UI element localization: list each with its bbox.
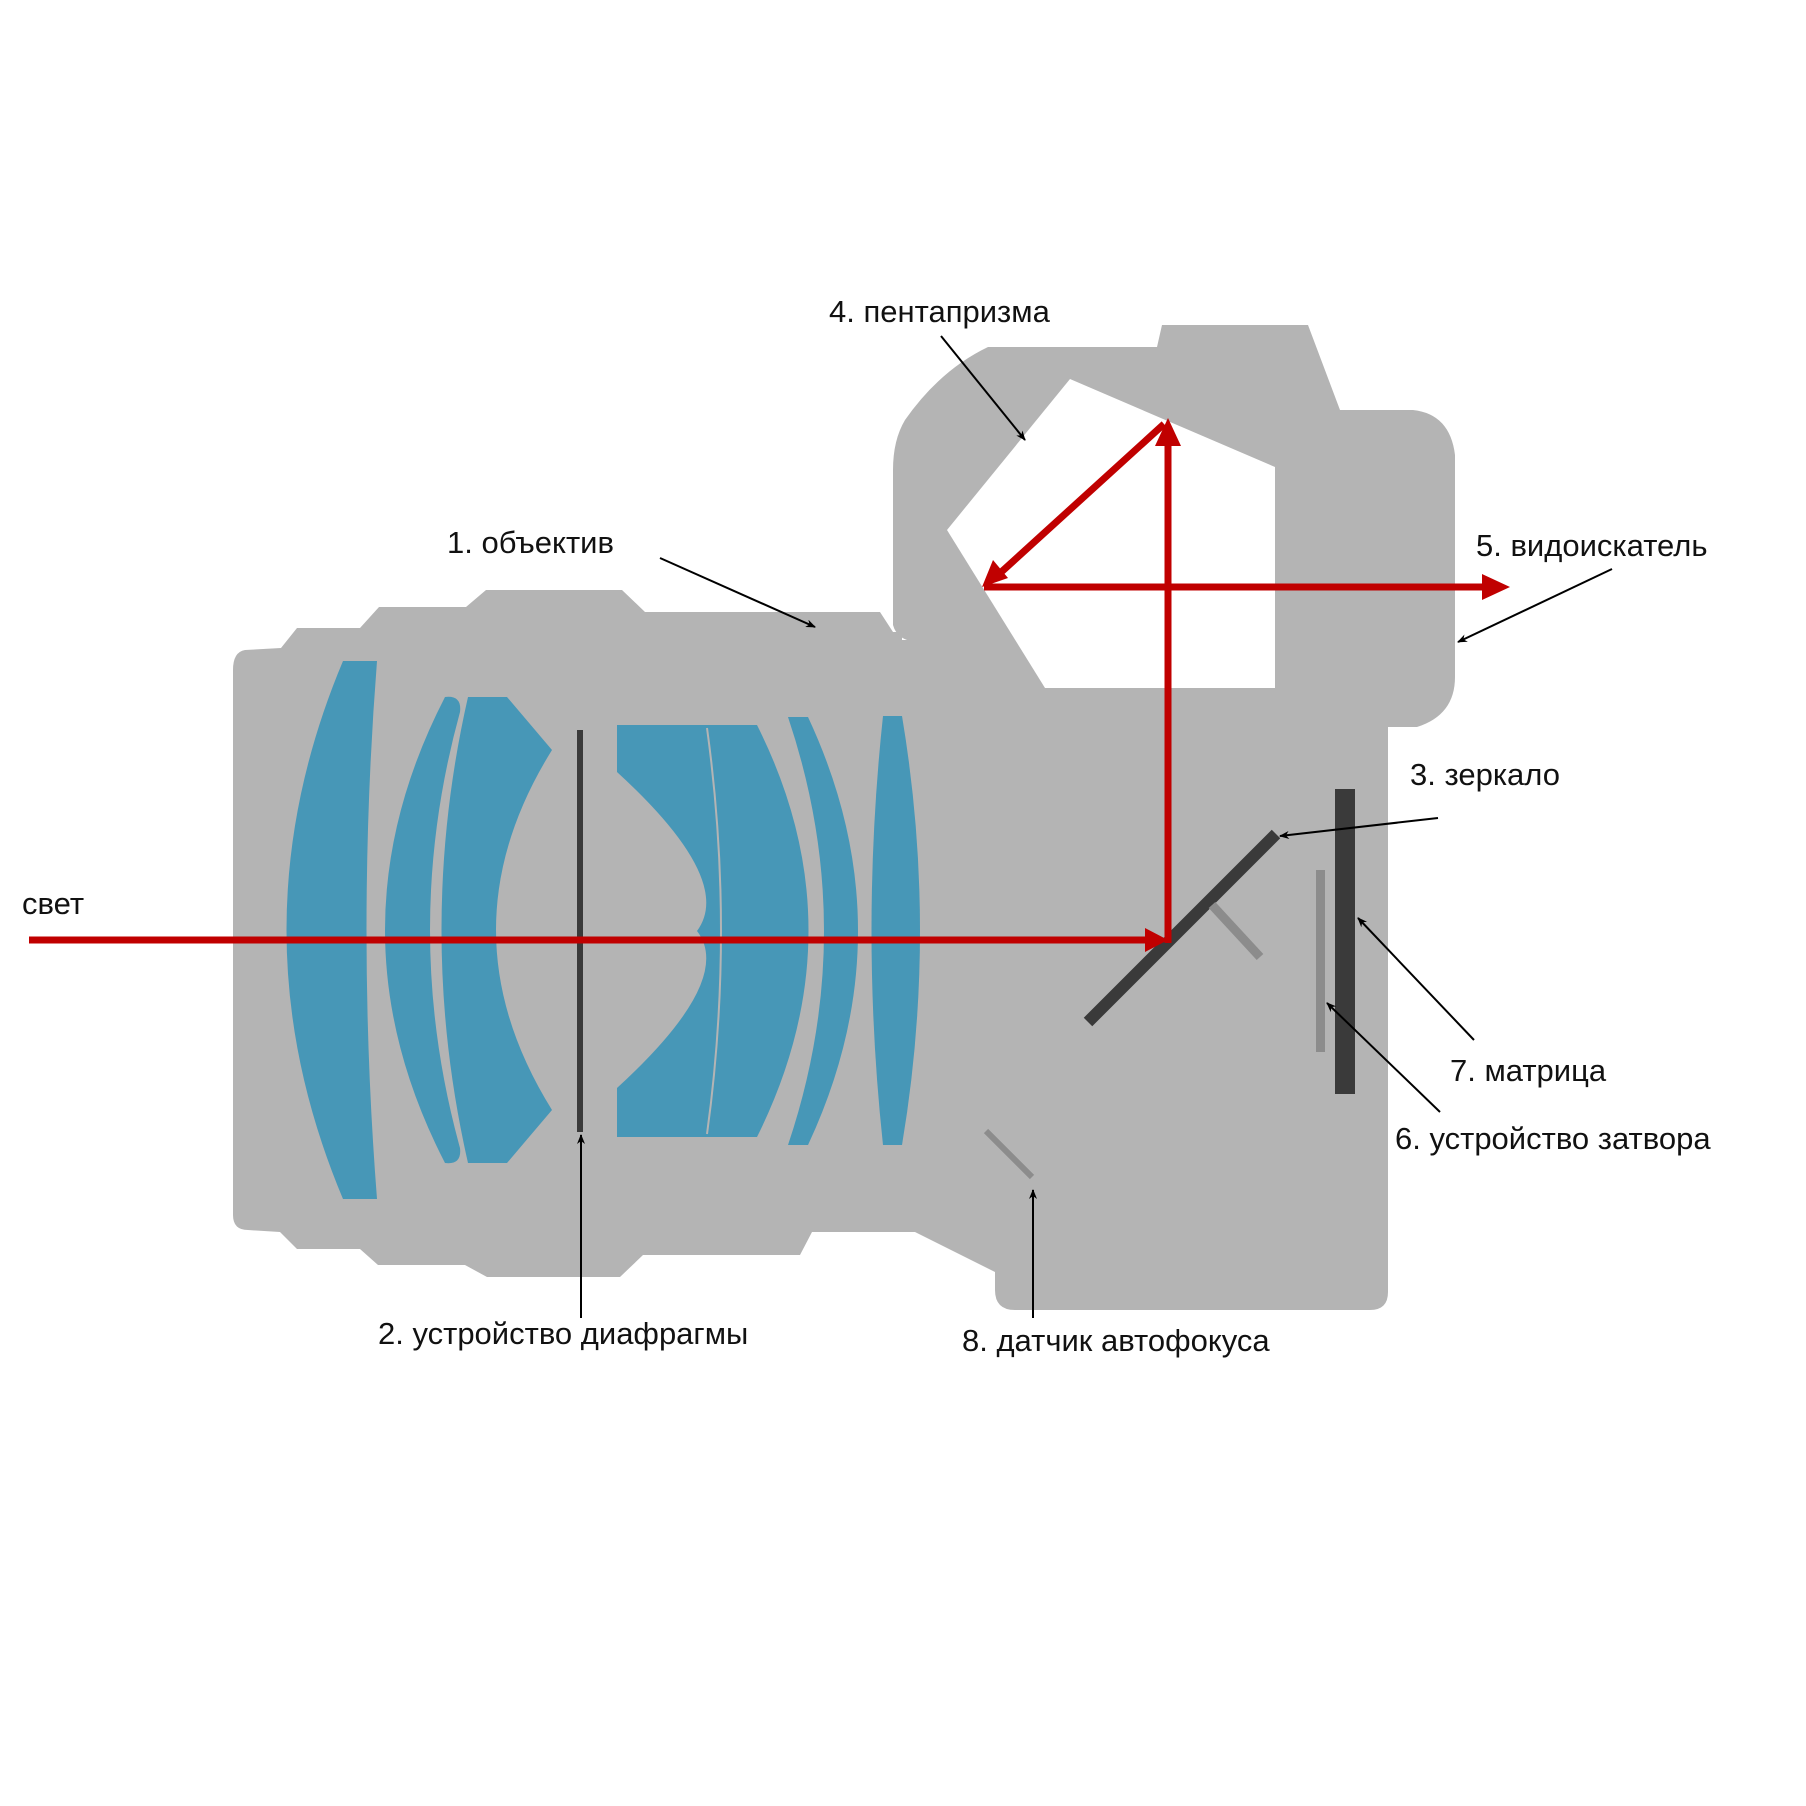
arrowhead-prism-top (1155, 418, 1181, 446)
label-aperture: 2. устройство диафрагмы (378, 1316, 748, 1351)
leader-pentaprism (940, 335, 1026, 441)
label-shutter: 6. устройство затвора (1395, 1121, 1711, 1156)
aperture-blade (577, 730, 583, 1132)
lens-element-4 (617, 725, 809, 1137)
shutter-curtain (1316, 870, 1325, 1052)
label-sensor: 7. матрица (1450, 1053, 1607, 1088)
label-mirror: 3. зеркало (1410, 757, 1560, 792)
leader-shutter (1326, 1002, 1441, 1113)
leader-sensor (1357, 917, 1475, 1041)
arrowhead-viewfinder (1482, 574, 1510, 600)
lens-element-3 (441, 697, 552, 1163)
light-path (29, 418, 1510, 952)
lens-element-1 (286, 661, 377, 1199)
autofocus-sensor (983, 1128, 1035, 1180)
light-ray-diagonal (995, 421, 1167, 578)
mirror (1083, 829, 1281, 1027)
image-sensor (1335, 789, 1355, 1094)
label-lens: 1. объектив (447, 525, 614, 560)
lens-element-6 (871, 716, 920, 1145)
label-viewfinder: 5. видоискатель (1476, 528, 1708, 563)
doublet-seam (706, 727, 722, 1135)
lens-element-2 (385, 696, 461, 1164)
leader-viewfinder (1457, 568, 1613, 643)
leader-mirror (1279, 817, 1439, 839)
leader-lines (577, 335, 1613, 1318)
secondary-mirror (1208, 901, 1264, 961)
label-autofocus: 8. датчик автофокуса (962, 1323, 1270, 1358)
pentaprism (947, 379, 1275, 688)
lens-element-5 (788, 717, 858, 1145)
arrowhead-mirror (1145, 928, 1168, 952)
label-pentaprism: 4. пентапризма (829, 294, 1051, 329)
input-light-label: свет (22, 886, 84, 921)
arrowhead-prism-left (982, 560, 1008, 587)
lens-elements (286, 661, 920, 1199)
leader-lens (659, 557, 816, 628)
